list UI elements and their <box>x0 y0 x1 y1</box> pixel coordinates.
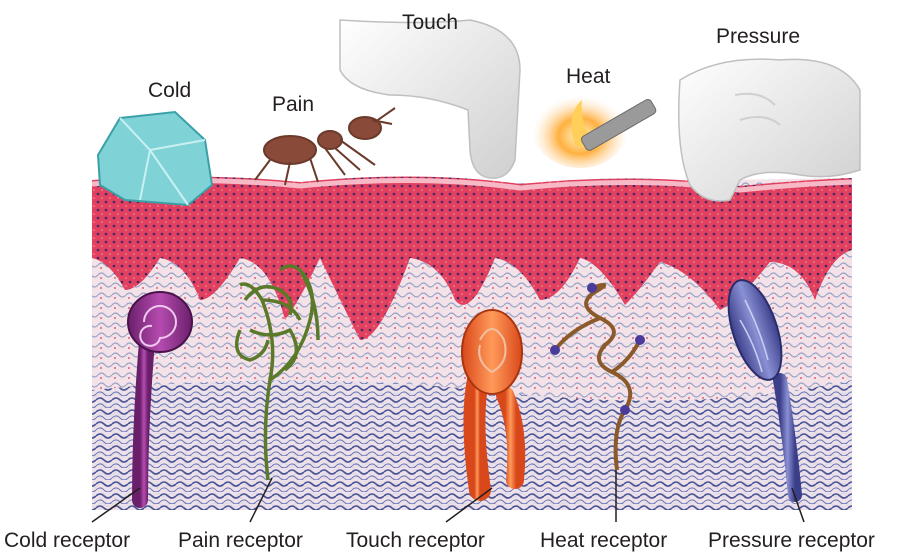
ant-illustration <box>255 108 395 185</box>
cold-receptor-label: Cold receptor <box>4 530 130 551</box>
heat-stimulus-label: Heat <box>566 66 610 87</box>
touch-receptor-label: Touch receptor <box>346 530 485 551</box>
ice-cube-illustration <box>98 112 212 205</box>
cold-stimulus-label: Cold <box>148 80 191 101</box>
pressure-stimulus-label: Pressure <box>716 26 800 47</box>
pressure-receptor-label: Pressure receptor <box>708 530 875 551</box>
match-flame-illustration <box>532 88 657 168</box>
heat-receptor-label: Heat receptor <box>540 530 667 551</box>
pain-receptor-label: Pain receptor <box>178 530 303 551</box>
touch-stimulus-label: Touch <box>402 12 458 33</box>
touch-glove-illustration <box>340 20 520 178</box>
pain-stimulus-label: Pain <box>272 94 314 115</box>
